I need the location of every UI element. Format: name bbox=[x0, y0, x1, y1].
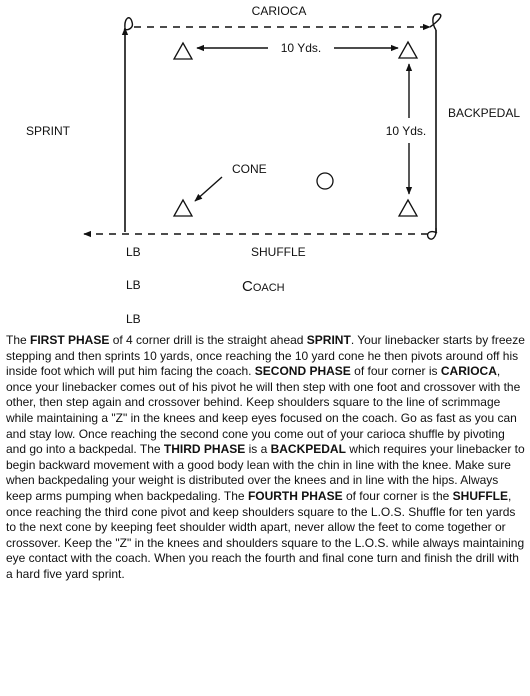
cone-pointer-arrow bbox=[194, 176, 223, 202]
pivot-loop-top-left bbox=[123, 17, 134, 31]
description-text: of 4 corner drill is the straight ahead bbox=[109, 333, 307, 347]
four-corner-drill-diagram: CARIOCA 10 Yds. BACKPEDAL SPRINT 10 Yds.… bbox=[26, 4, 520, 326]
label-ten-yds-right: 10 Yds. bbox=[386, 124, 426, 138]
cone-bottom-left bbox=[172, 198, 194, 217]
description-emphasis: SPRINT bbox=[306, 333, 351, 347]
description-emphasis: SHUFFLE bbox=[452, 488, 509, 503]
description-text: of four corner is bbox=[350, 364, 441, 379]
pivot-loop-top-right bbox=[429, 13, 442, 31]
description-emphasis: BACKPEDAL bbox=[270, 442, 346, 457]
description-emphasis: SECOND PHASE bbox=[254, 364, 351, 379]
description-text: is a bbox=[245, 442, 271, 457]
lb-marker: LB bbox=[126, 278, 141, 292]
cone-bottom-right bbox=[397, 198, 419, 217]
label-sprint: SPRINT bbox=[26, 124, 71, 138]
label-shuffle: SHUFFLE bbox=[251, 245, 306, 259]
lb-marker: LB bbox=[126, 312, 141, 326]
description-text: The bbox=[6, 333, 31, 347]
description-text: which requires your linebacker to begin … bbox=[6, 442, 525, 503]
coach-marker bbox=[316, 172, 334, 190]
label-carioca: CARIOCA bbox=[252, 4, 307, 18]
description-text: of four corner is the bbox=[342, 488, 453, 503]
description-text: , once your linebacker comes out of his … bbox=[6, 364, 521, 457]
label-backpedal: BACKPEDAL bbox=[448, 106, 520, 120]
description-text: , once reaching the third cone pivot and… bbox=[6, 488, 525, 581]
description-emphasis: FIRST PHASE bbox=[30, 333, 110, 347]
description-emphasis: CARIOCA bbox=[440, 364, 497, 379]
pivot-loop-bottom-right bbox=[426, 227, 438, 240]
label-cone: CONE bbox=[232, 162, 267, 176]
description-emphasis: THIRD PHASE bbox=[163, 442, 246, 457]
drill-description: The FIRST PHASE of 4 corner drill is the… bbox=[6, 333, 526, 583]
cone-top-right bbox=[397, 40, 419, 59]
cone-top-left bbox=[172, 41, 194, 60]
lb-marker: LB bbox=[126, 245, 141, 259]
label-ten-yds-top: 10 Yds. bbox=[281, 41, 321, 55]
description-emphasis: FOURTH PHASE bbox=[247, 488, 343, 503]
description-text: . Your linebacker starts by freeze stepp… bbox=[6, 333, 525, 379]
label-coach: Coach bbox=[242, 278, 285, 295]
